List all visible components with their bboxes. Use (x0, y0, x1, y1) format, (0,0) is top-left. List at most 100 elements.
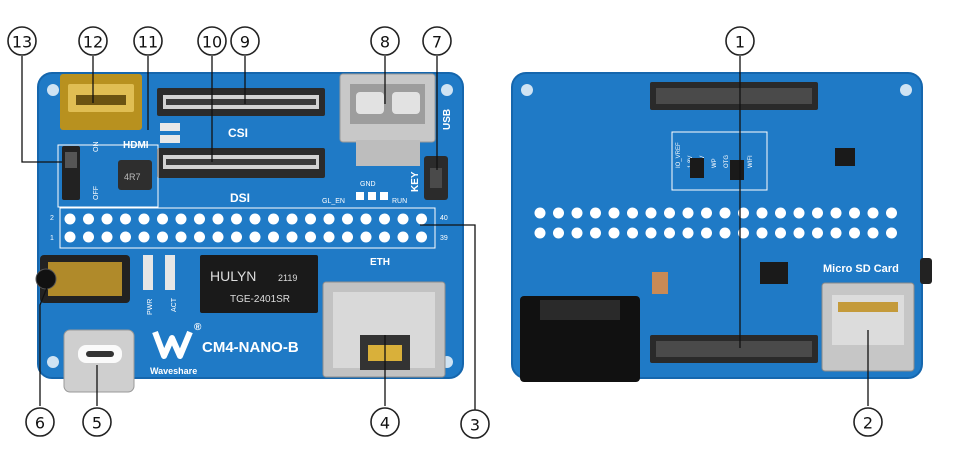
gpio-pin (120, 231, 131, 243)
dip-label: WIFI (748, 155, 754, 168)
gpio-pin (175, 231, 187, 243)
gpio-pin (231, 213, 242, 225)
gpio-pin (83, 231, 94, 243)
gpio-pad (645, 207, 657, 219)
gpio-pin (101, 213, 113, 225)
callout-1: 1 (725, 26, 755, 56)
inductor (118, 160, 152, 190)
gpio-pad (830, 207, 842, 219)
transformer-brand: HULYN (210, 268, 256, 284)
gpio-pad (793, 207, 805, 219)
eth-label: ETH (370, 257, 390, 268)
gpio-pin (268, 231, 279, 243)
svg-text:2: 2 (863, 414, 873, 433)
callouts: 1 2 3 4 5 6 7 8 9 10 11 12 13 (7, 26, 883, 439)
svg-text:11: 11 (138, 33, 158, 52)
usb-label: USB (442, 109, 453, 130)
gpio-pin (157, 213, 168, 225)
smd-component (160, 135, 180, 143)
gpio-pad (738, 227, 749, 239)
gpio-pin (397, 213, 409, 225)
gpio-pin (305, 213, 316, 225)
gpio-pad (738, 207, 749, 219)
svg-text:6: 6 (35, 414, 45, 433)
dsi-connector (157, 148, 325, 178)
leader-lines (21, 56, 869, 410)
pin2-label: 2 (50, 215, 54, 222)
key-label: KEY (410, 171, 421, 192)
switch-on-label: ON (93, 142, 100, 153)
gpio-pad (553, 227, 564, 239)
svg-text:1: 1 (735, 33, 745, 52)
dip-label: IO_VREF (676, 142, 682, 168)
gpio-pin (342, 231, 353, 243)
gpio-pin (138, 213, 150, 225)
gpio-pad (627, 227, 638, 239)
gpio-pads-back (534, 207, 897, 239)
pwr-label: PWR (147, 299, 154, 315)
gpio-pin (231, 231, 242, 243)
svg-text:3: 3 (470, 416, 480, 435)
run-label: RUN (392, 198, 407, 205)
gpio-pad (571, 227, 583, 239)
gpio-pad (664, 207, 675, 219)
gpio-pin (212, 231, 224, 243)
usb-port (339, 73, 436, 166)
transformer-part: TGE-2401SR (230, 294, 290, 305)
sd-label: Micro SD Card (823, 263, 899, 275)
gpio-pad (590, 207, 601, 219)
callout-2: 2 (853, 407, 883, 437)
gpio-pad (849, 227, 860, 239)
gpio-pin (305, 231, 316, 243)
micro-sd-slot (821, 282, 915, 372)
gpio-pin (175, 213, 187, 225)
gpio-pad (812, 227, 823, 239)
gpio-pad (886, 227, 897, 239)
gpio-pin (323, 231, 335, 243)
gpio-pin (416, 213, 427, 225)
transformer-code: 2119 (278, 273, 297, 283)
cm4-connector-bottom (650, 335, 818, 363)
gpio-pad (553, 207, 564, 219)
mount-hole (47, 84, 59, 96)
gpio-pin (120, 213, 131, 225)
brand-label: Waveshare (150, 366, 197, 376)
model-label: CM4-NANO-B (202, 339, 299, 356)
svg-text:7: 7 (432, 33, 442, 52)
callout-12: 12 (78, 26, 108, 56)
svg-text:10: 10 (202, 33, 222, 52)
dip-switch-area (671, 131, 768, 191)
gpio-pad (682, 207, 694, 219)
gpio-pad (756, 207, 768, 219)
callout-10: 10 (197, 26, 227, 56)
gpio-pad (534, 227, 546, 239)
gpio-pad (645, 227, 657, 239)
gpio-pad (886, 207, 897, 219)
gpio-pin (157, 231, 168, 243)
boot-switch-outline (57, 144, 159, 208)
dip-label: OTG (724, 155, 730, 168)
gpio-pin (379, 213, 390, 225)
gpio-pin (286, 231, 298, 243)
gpio-pin (268, 213, 279, 225)
mount-hole (47, 356, 59, 368)
gpio-pin (64, 213, 76, 225)
gpio-pin (342, 213, 353, 225)
gpio-pad (719, 227, 731, 239)
gpio-pad (571, 207, 583, 219)
callout-11: 11 (133, 26, 163, 56)
csi-label: CSI (228, 126, 248, 140)
gpio-pad (867, 207, 879, 219)
gpio-pin (101, 231, 113, 243)
waveshare-logo (152, 330, 193, 359)
gpio-pad (812, 207, 823, 219)
pin40-label: 40 (440, 215, 448, 222)
gpio-pad (590, 227, 601, 239)
csi-connector (157, 88, 325, 116)
gpio-pad (627, 207, 638, 219)
callout-8: 8 (370, 26, 400, 56)
boot-switch-knob (65, 152, 77, 168)
gpio-pad (701, 207, 712, 219)
gpio-pin (194, 231, 205, 243)
gpio-pad (756, 227, 768, 239)
